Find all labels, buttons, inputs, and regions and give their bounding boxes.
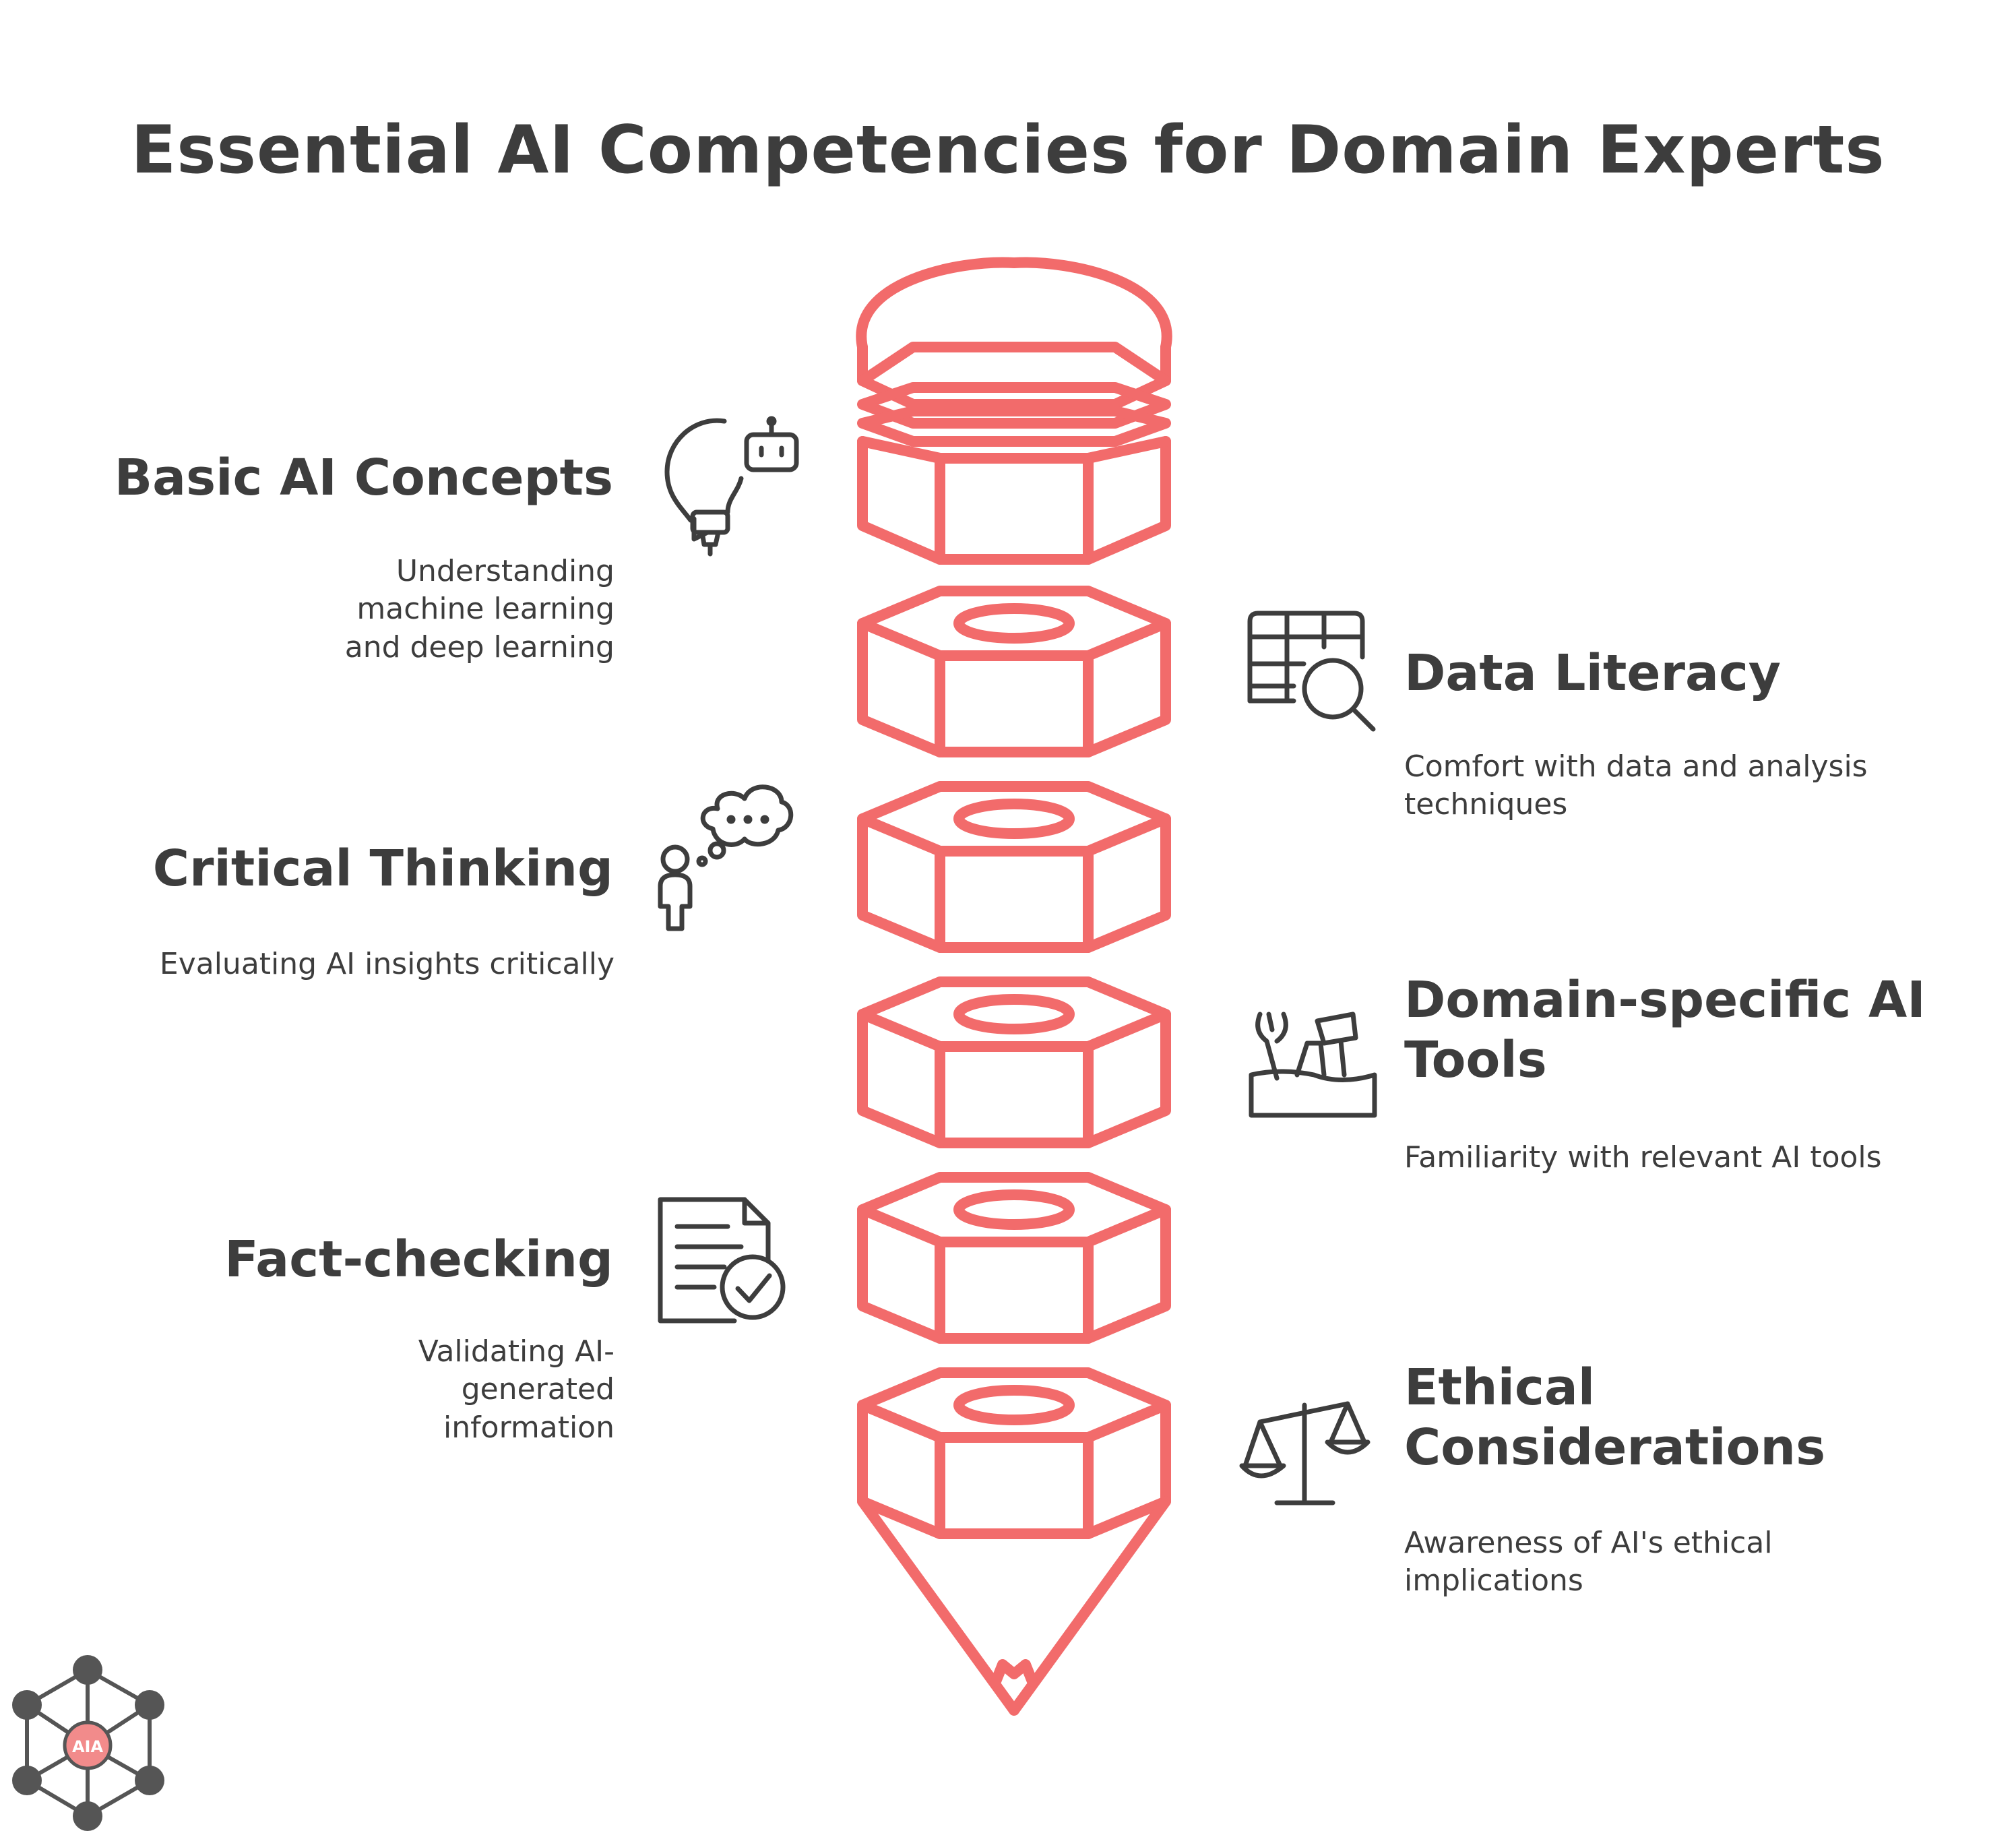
- person-thought-bubble-icon: [658, 784, 794, 931]
- heading-data-literacy: Data Literacy: [1404, 644, 1782, 702]
- table-magnifier-icon: [1247, 611, 1376, 732]
- desc-data-literacy: Comfort with data and analysis technique…: [1404, 749, 1868, 822]
- logo-label: AIA: [72, 1737, 104, 1756]
- hex-segment-5-tip: [857, 1367, 1171, 1716]
- lightbulb-robot-icon: [664, 416, 799, 557]
- document-check-icon: [658, 1197, 786, 1324]
- toolbox-icon: [1249, 1012, 1377, 1118]
- hex-segment-1: [857, 586, 1171, 757]
- hex-segment-3: [857, 976, 1171, 1148]
- balance-scale-icon: [1239, 1401, 1371, 1505]
- heading-ethical-considerations: Ethical Considerations: [1404, 1359, 1826, 1477]
- aia-logo: AIA: [12, 1655, 164, 1831]
- diagram-title: Essential AI Competencies for Domain Exp…: [131, 112, 1885, 189]
- hex-segment-4: [857, 1172, 1171, 1344]
- pencil-cap: [856, 257, 1172, 565]
- desc-critical-thinking: Evaluating AI insights critically: [159, 947, 615, 981]
- desc-fact-checking: Validating AI-generated information: [418, 1334, 615, 1445]
- heading-basic-ai-concepts: Basic AI Concepts: [114, 449, 613, 507]
- desc-domain-specific-ai-tools: Familiarity with relevant AI tools: [1404, 1140, 1882, 1175]
- heading-fact-checking: Fact-checking: [224, 1231, 613, 1288]
- desc-ethical-considerations: Awareness of AI's ethical implications: [1404, 1526, 1773, 1598]
- heading-domain-specific-ai-tools: Domain-specific AI Tools: [1404, 971, 1926, 1089]
- hex-segment-2: [857, 781, 1171, 953]
- heading-critical-thinking: Critical Thinking: [152, 840, 613, 898]
- desc-basic-ai-concepts: Understanding machine learning and deep …: [344, 554, 615, 664]
